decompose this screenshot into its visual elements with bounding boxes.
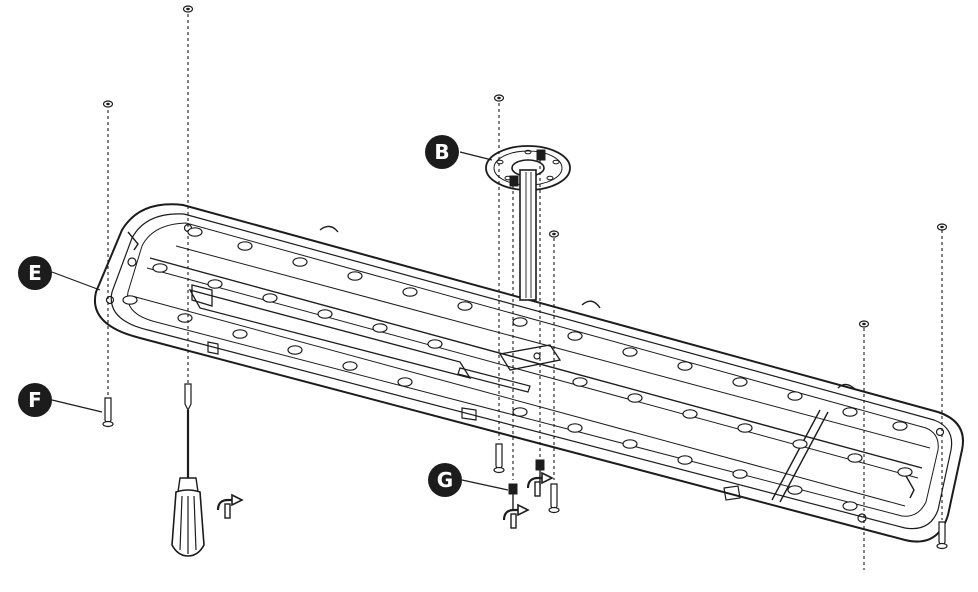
mounting-plate-and-rod bbox=[485, 145, 571, 301]
callout-b: B bbox=[425, 135, 459, 169]
rotate-arrow-icon bbox=[216, 471, 554, 530]
callout-e: E bbox=[18, 256, 52, 290]
screwdriver-icon bbox=[171, 410, 205, 557]
callout-f: F bbox=[18, 383, 52, 417]
assembly-guide-lines bbox=[107, 14, 943, 570]
callout-leader-lines bbox=[51, 151, 509, 491]
fixture-housing bbox=[93, 203, 964, 543]
callout-g: G bbox=[428, 463, 462, 497]
screw-icon bbox=[102, 383, 948, 550]
